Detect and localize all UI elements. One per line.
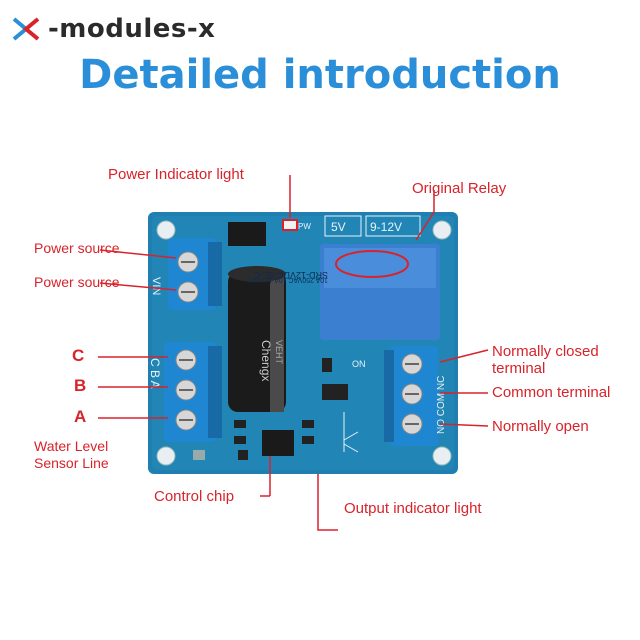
relay: SRD-12VDC-SL-C 10A 250VAC 10A 125VAC (247, 244, 440, 340)
brand-logo: -modules-x (12, 12, 215, 46)
svg-text:Chengx: Chengx (259, 340, 273, 381)
control-chip-label: Control chip (154, 488, 235, 505)
cba-silk: C B A (148, 358, 162, 389)
svg-text:PW: PW (298, 222, 311, 231)
page-title: Detailed introduction (79, 52, 561, 98)
svg-text:10A 250VAC 10A 125VAC: 10A 250VAC 10A 125VAC (247, 276, 328, 283)
normally-closed-label-2: terminal (492, 360, 546, 377)
original-relay-label: Original Relay (412, 180, 507, 197)
output-terminal-block (384, 346, 438, 446)
svg-text:VEHT: VEHT (274, 340, 284, 365)
nc-com-no-silk: NO COM NC (436, 376, 447, 434)
terminal-b-label: B (74, 376, 87, 395)
power-source-label-1: Power source (34, 240, 120, 256)
svg-text:SRD-12VDC-SL-C: SRD-12VDC-SL-C (253, 270, 328, 280)
x-logo-icon (12, 17, 40, 41)
v912-silk: 9-12V (370, 220, 402, 234)
water-sensor-label-1: Water Level (34, 438, 109, 454)
brand-name: -modules-x (48, 14, 216, 44)
vin-silk: VIN (150, 277, 162, 295)
control-chip (262, 430, 294, 456)
svg-text:ON: ON (352, 359, 366, 369)
capacitor: Chengx VEHT (228, 266, 286, 412)
power-source-label-2: Power source (34, 274, 120, 290)
normally-closed-label-1: Normally closed (492, 343, 599, 360)
vin-terminal-block (168, 238, 222, 310)
output-indicator-label: Output indicator light (344, 500, 482, 517)
terminal-c-label: C (72, 346, 85, 365)
power-led (282, 219, 298, 231)
common-terminal-label: Common terminal (492, 384, 611, 401)
v5-silk: 5V (331, 220, 346, 234)
power-indicator-label: Power Indicator light (108, 166, 244, 183)
normally-open-label: Normally open (492, 418, 589, 435)
terminal-a-label: A (74, 407, 87, 426)
sensor-terminal-block (164, 342, 222, 442)
water-sensor-label-2: Sensor Line (34, 455, 109, 471)
